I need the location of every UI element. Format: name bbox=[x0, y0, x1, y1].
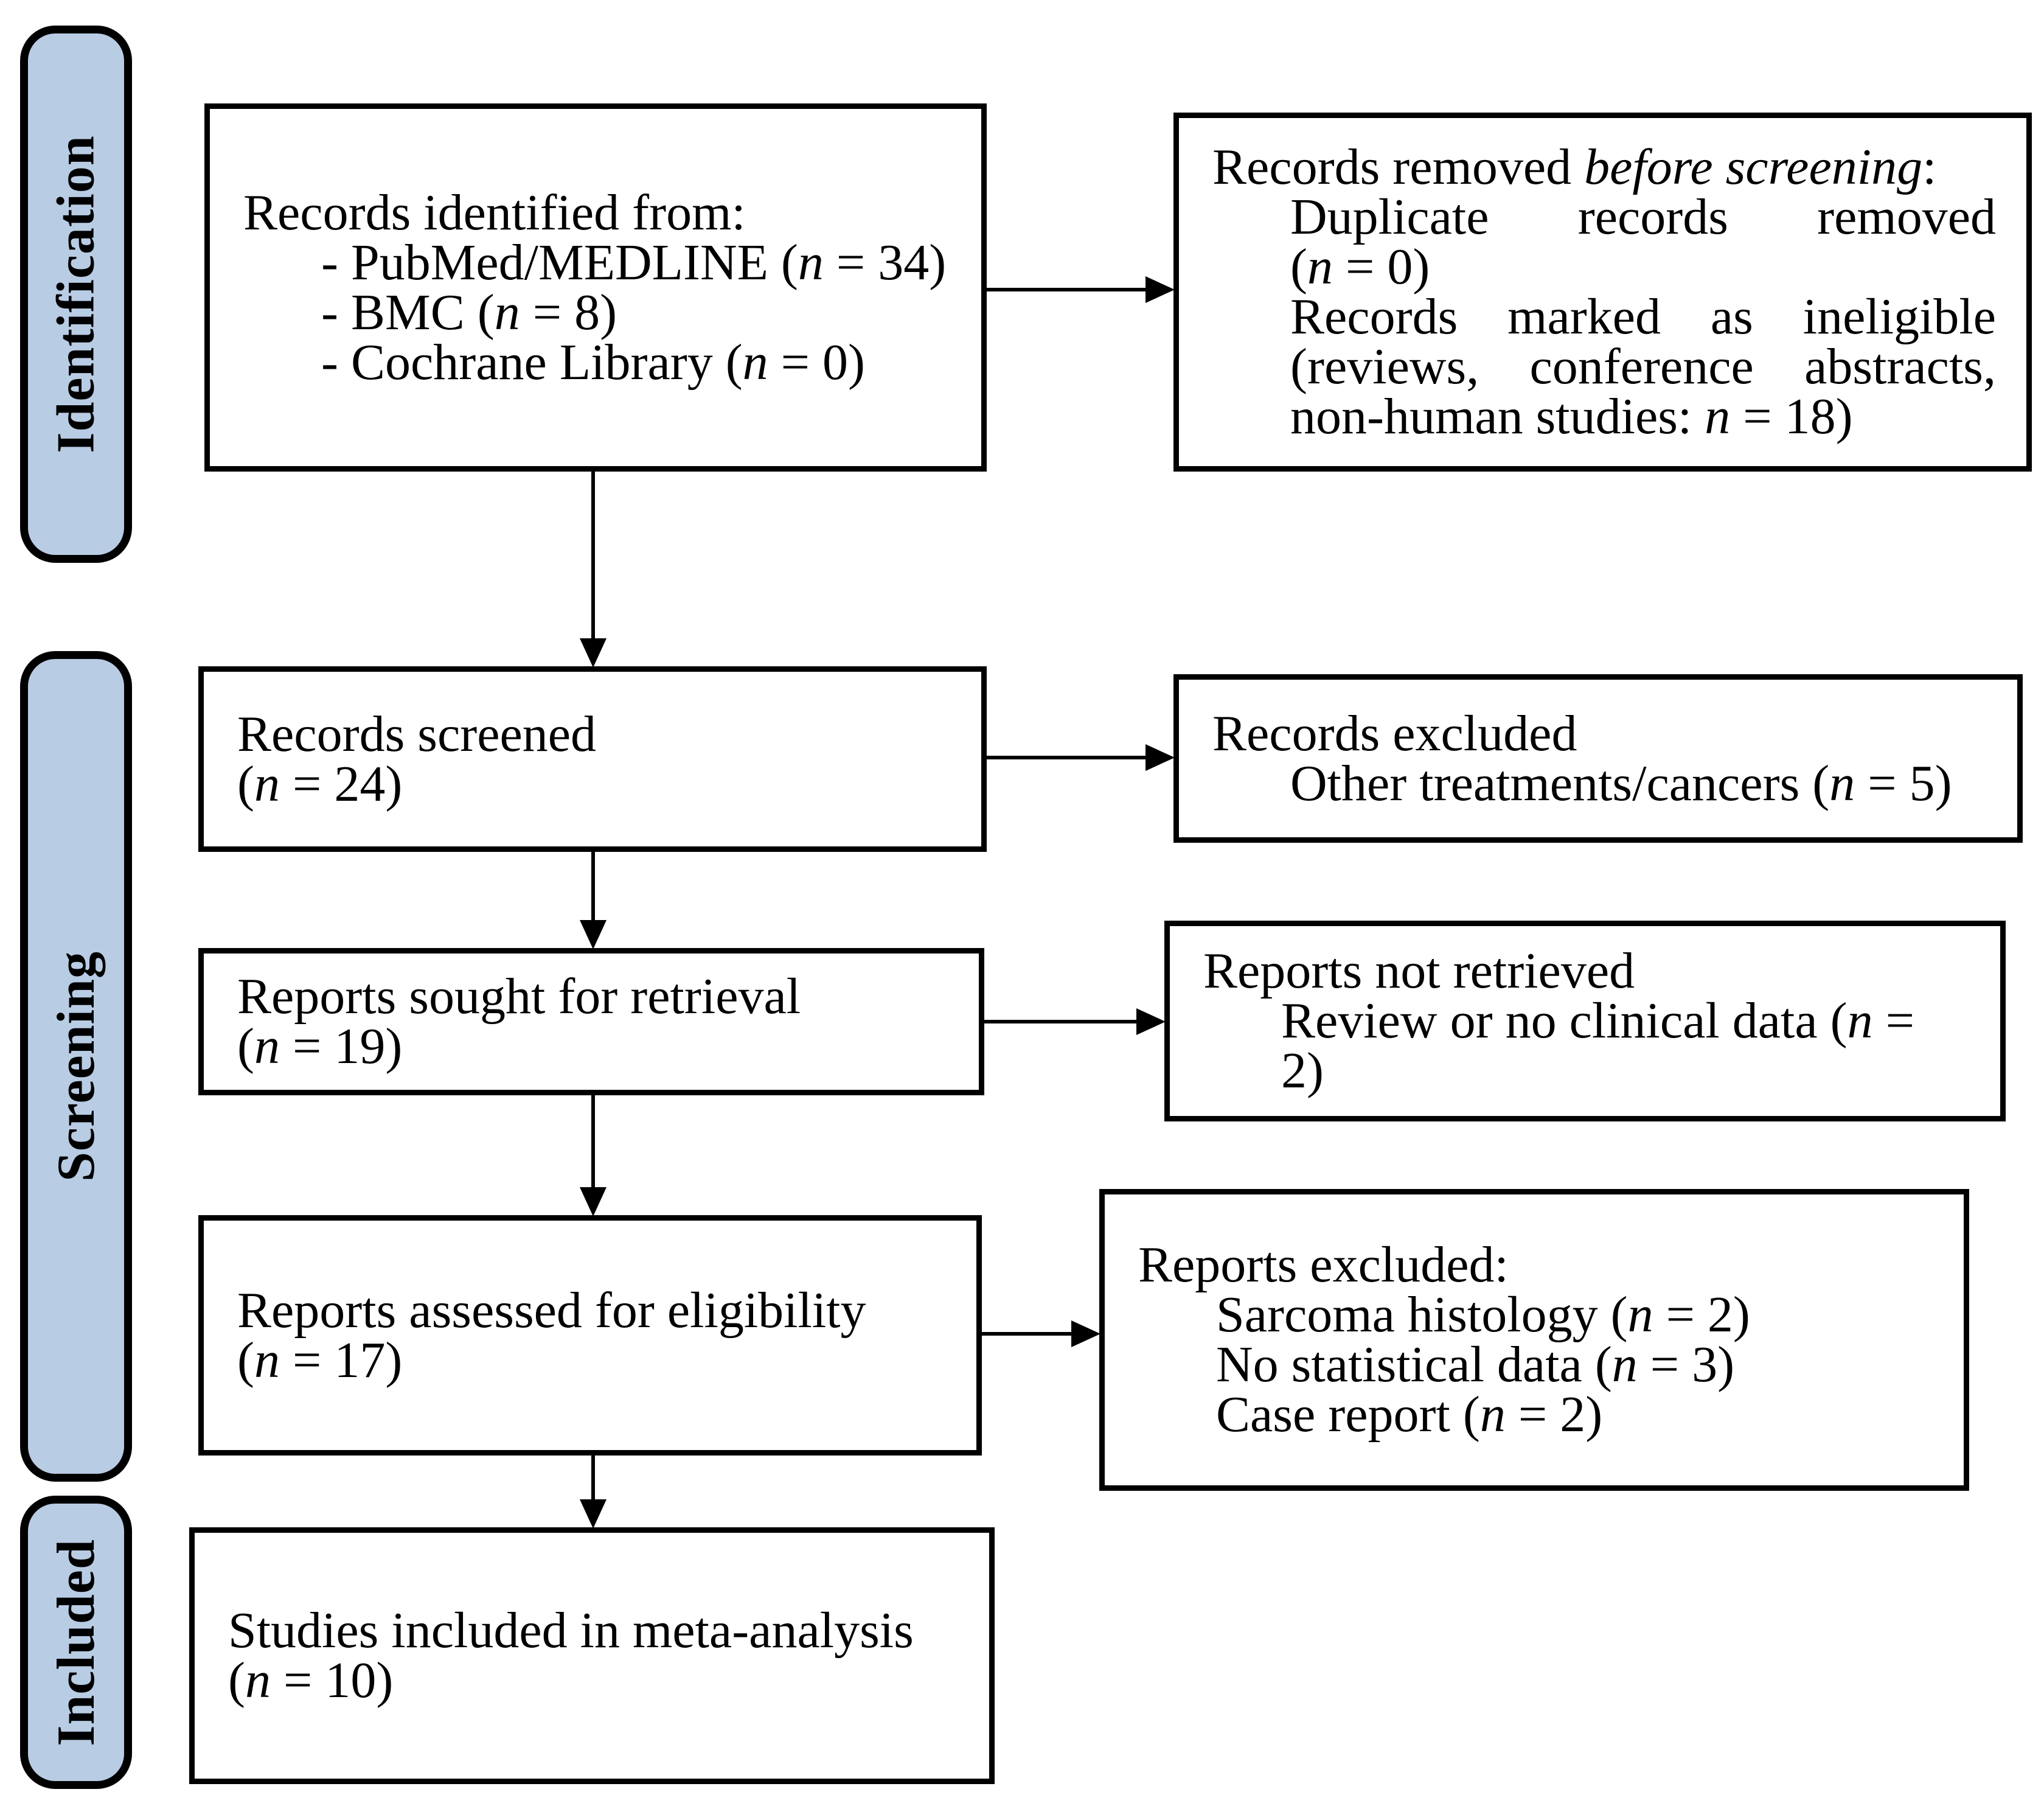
arrow-sought-to-assessed-head-icon bbox=[580, 1187, 607, 1216]
text-line: Records removed before screening: bbox=[1212, 139, 1937, 195]
arrow-sought-to-notretrieved-head-icon bbox=[1136, 1008, 1166, 1035]
text-line: (n = 17) bbox=[237, 1331, 403, 1389]
arrow-assessed-to-excluded-line bbox=[982, 1332, 1072, 1336]
text-line: Reports assessed for eligibility bbox=[237, 1281, 866, 1339]
text-line: Duplicate records removed bbox=[1290, 189, 1996, 245]
arrow-identified-to-screened-head-icon bbox=[580, 638, 607, 668]
text-line: Records screened bbox=[237, 705, 597, 762]
text-line: Reports excluded: bbox=[1138, 1236, 1509, 1293]
text-line: Records identified from: bbox=[243, 184, 746, 241]
arrow-assessed-to-included-head-icon bbox=[580, 1499, 607, 1529]
box-records-identified: Records identified from:- PubMed/MEDLINE… bbox=[204, 103, 987, 472]
arrow-screened-to-sought-line bbox=[591, 852, 595, 922]
text-line: Records excluded bbox=[1212, 705, 1577, 762]
text-line: Records marked as ineligible bbox=[1290, 288, 1996, 345]
stage-tab-identification: Identification bbox=[20, 26, 132, 563]
text-line: Case report (n = 2) bbox=[1216, 1386, 1603, 1443]
text-line: Sarcoma histology (n = 2) bbox=[1216, 1286, 1750, 1343]
text-line: Other treatments/cancers (n = 5) bbox=[1290, 755, 1952, 812]
text-line: - Cochrane Library (n = 0) bbox=[321, 333, 866, 391]
arrow-identified-to-removed-line bbox=[987, 288, 1147, 291]
text-line: Reports not retrieved bbox=[1203, 943, 1635, 999]
stage-label-screening: Screening bbox=[46, 951, 106, 1182]
text-line: - BMC (n = 8) bbox=[321, 284, 617, 341]
stage-tab-included: Included bbox=[20, 1496, 132, 1789]
text-line: - PubMed/MEDLINE (n = 34) bbox=[321, 234, 947, 291]
arrow-sought-to-assessed-line bbox=[591, 1095, 595, 1190]
arrow-assessed-to-included-line bbox=[591, 1456, 595, 1502]
text-line: No statistical data (n = 3) bbox=[1216, 1336, 1735, 1393]
arrow-identified-to-removed-head-icon bbox=[1145, 276, 1175, 303]
arrow-sought-to-notretrieved-line bbox=[984, 1020, 1138, 1023]
box-records-removed-before-screening: Records removed before screening:Duplica… bbox=[1173, 113, 2032, 472]
stage-label-included: Included bbox=[46, 1538, 106, 1746]
text-line: non-human studies: n = 18) bbox=[1290, 388, 1853, 445]
arrow-screened-to-excluded-line bbox=[987, 756, 1147, 759]
text-line: Reports sought for retrieval bbox=[237, 968, 801, 1025]
box-reports-sought: Reports sought for retrieval(n = 19) bbox=[198, 948, 984, 1095]
stage-label-identification: Identification bbox=[46, 135, 106, 453]
text-line: (n = 19) bbox=[237, 1018, 403, 1075]
text-line: Studies included in meta-analysis bbox=[228, 1602, 914, 1659]
text-line: (n = 24) bbox=[237, 755, 403, 812]
text-line: (n = 10) bbox=[228, 1652, 394, 1709]
box-reports-excluded: Reports excluded:Sarcoma histology (n = … bbox=[1099, 1189, 1969, 1491]
text-line: (n = 0) bbox=[1290, 239, 1430, 295]
arrow-screened-to-excluded-head-icon bbox=[1145, 744, 1175, 771]
box-studies-included: Studies included in meta-analysis(n = 10… bbox=[189, 1527, 995, 1784]
box-reports-assessed: Reports assessed for eligibility(n = 17) bbox=[198, 1215, 982, 1456]
stage-tab-screening: Screening bbox=[20, 651, 132, 1482]
arrow-identified-to-screened-line bbox=[591, 472, 595, 641]
arrow-assessed-to-excluded-head-icon bbox=[1071, 1320, 1100, 1347]
arrow-screened-to-sought-head-icon bbox=[580, 920, 607, 949]
text-line: Review or no clinical data (n = 2) bbox=[1281, 992, 1915, 1099]
box-records-screened: Records screened(n = 24) bbox=[198, 666, 987, 852]
text-line: (reviews, conference abstracts, bbox=[1290, 338, 1996, 395]
